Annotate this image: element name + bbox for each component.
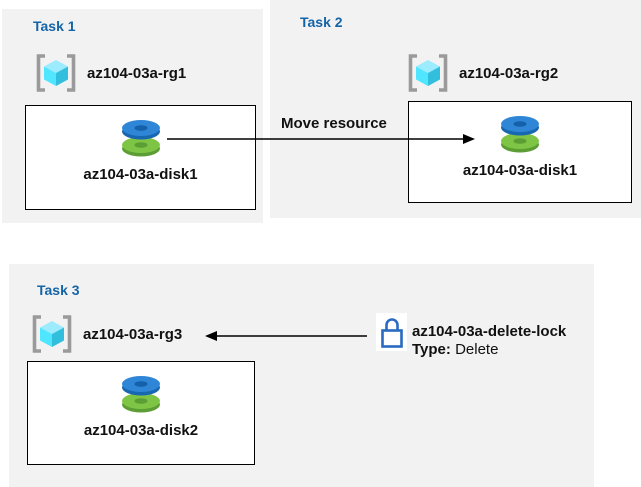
- task1-resource-group: az104-03a-rg1: [34, 53, 186, 93]
- lock-type-label: Type:: [412, 341, 451, 358]
- lock-type-value: Delete: [455, 341, 499, 358]
- task2-resource-box: az104-03a-disk1: [408, 101, 632, 203]
- disk-icon: [121, 120, 160, 157]
- task3-panel: Task 3 az104-03a-rg3 az104-03a-disk2: [9, 264, 594, 487]
- resource-group-icon: [36, 54, 76, 92]
- disk-icon: [501, 116, 539, 153]
- task1-title: Task 1: [33, 18, 76, 34]
- move-resource-arrow-icon: [167, 134, 475, 144]
- disk-icon: [122, 376, 160, 413]
- task1-panel: Task 1 az104-03a-rg1 az104-03a-disk1: [2, 9, 263, 223]
- resource-group-icon: [32, 315, 72, 353]
- move-resource-label: Move resource: [281, 115, 387, 132]
- disk-label: az104-03a-disk1: [462, 162, 578, 179]
- resource-group-label: az104-03a-rg3: [83, 325, 183, 343]
- task3-title: Task 3: [37, 282, 80, 298]
- resource-group-label: az104-03a-rg1: [87, 64, 187, 82]
- lock-name-label: az104-03a-delete-lock: [412, 323, 567, 340]
- disk-label: az104-03a-disk1: [83, 166, 198, 183]
- resource-group-icon: [408, 54, 448, 92]
- lock-badge: [376, 313, 407, 351]
- lock-type-line: Type: Delete: [412, 341, 566, 359]
- resource-group-label: az104-03a-rg2: [459, 64, 559, 82]
- task2-title: Task 2: [300, 14, 343, 30]
- task1-resource-box: az104-03a-disk1: [25, 105, 256, 210]
- lock-arrow-icon: [205, 331, 367, 341]
- lock-icon: [380, 317, 403, 348]
- task2-resource-group: az104-03a-rg2: [406, 53, 558, 93]
- task2-panel: Task 2 az104-03a-rg2 az104-03a-disk1: [270, 0, 641, 218]
- task3-resource-group: az104-03a-rg3: [30, 314, 182, 354]
- disk-label: az104-03a-disk2: [83, 422, 199, 439]
- task3-resource-box: az104-03a-disk2: [27, 361, 255, 465]
- lock-annotation: az104-03a-delete-lock Type: Delete: [412, 323, 566, 359]
